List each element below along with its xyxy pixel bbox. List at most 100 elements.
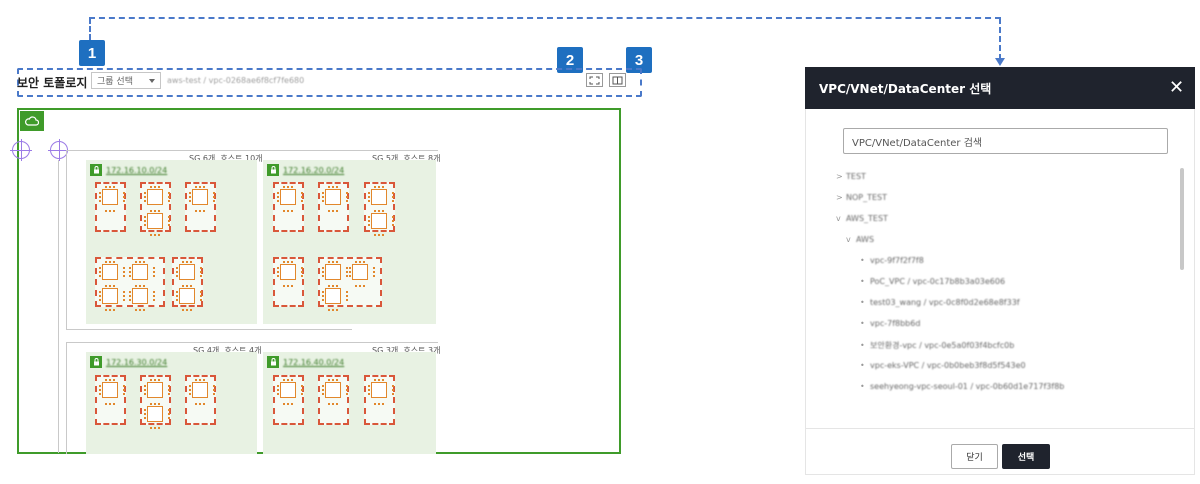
modal-footer-divider xyxy=(806,428,1194,429)
host-chip-icon[interactable] xyxy=(189,186,215,212)
tree-bullet: • xyxy=(860,341,865,350)
host-chip-icon[interactable] xyxy=(144,186,170,212)
tree-leaf[interactable]: •vpc-eks-VPC / vpc-0b0beb3f8d5f543e0 xyxy=(860,361,1026,370)
tree-node-label: AWS xyxy=(856,235,875,244)
vpc-region xyxy=(66,342,352,454)
lock-icon xyxy=(90,356,102,368)
zoom-in-target-icon[interactable] xyxy=(10,139,32,161)
tree-node[interactable]: >TEST xyxy=(836,172,866,181)
vpc-select-modal xyxy=(805,67,1195,475)
host-chip-icon[interactable] xyxy=(322,261,348,287)
tree-caret[interactable]: v xyxy=(846,235,851,244)
breadcrumb: aws-test / vpc-0268ae6f8cf7fe680 xyxy=(167,76,305,85)
connector-line-top xyxy=(89,17,1001,19)
lock-icon xyxy=(267,356,279,368)
security-group-box[interactable] xyxy=(364,375,395,425)
host-chip-icon[interactable] xyxy=(277,261,303,287)
host-chip-icon[interactable] xyxy=(99,379,125,405)
subnet-cidr-link[interactable]: 172.16.40.0/24 xyxy=(283,358,345,367)
host-chip-icon[interactable] xyxy=(144,379,170,405)
security-group-box[interactable] xyxy=(273,375,304,425)
security-group-box[interactable] xyxy=(95,257,165,311)
tree-leaf[interactable]: •vpc-9f7f2f7f8 xyxy=(860,256,924,265)
tree-leaf[interactable]: •보안환경-vpc / vpc-0e5a0f03f4bcfc0b xyxy=(860,340,1014,351)
host-chip-icon[interactable] xyxy=(349,261,375,287)
security-group-box[interactable] xyxy=(318,375,349,425)
host-chip-icon[interactable] xyxy=(129,261,155,287)
tree-leaf[interactable]: • test03_wang / vpc-0c8f0d2e68e8f33f xyxy=(860,298,1020,307)
tree-leaf[interactable]: •vpc-7f8bb6d xyxy=(860,319,920,328)
host-chip-icon[interactable] xyxy=(176,285,202,311)
tree-bullet: • xyxy=(860,298,865,307)
subnet-cidr-link[interactable]: 172.16.10.0/24 xyxy=(106,166,168,175)
tree-node[interactable]: v AWS xyxy=(846,235,874,244)
region-divider xyxy=(352,150,438,151)
modal-title: VPC/VNet/DataCenter 선택 xyxy=(819,81,992,96)
security-group-box[interactable] xyxy=(185,182,216,232)
host-chip-icon[interactable] xyxy=(176,261,202,287)
security-group-box[interactable] xyxy=(273,182,304,232)
host-chip-icon[interactable] xyxy=(322,379,348,405)
sg-host-count: SG 4개, 호스트 4개 xyxy=(193,346,262,355)
host-chip-icon[interactable] xyxy=(277,379,303,405)
connector-line-right xyxy=(999,18,1001,60)
lock-icon xyxy=(267,164,279,176)
subnet-cidr-link[interactable]: 172.16.30.0/24 xyxy=(106,358,168,367)
security-group-box[interactable] xyxy=(95,375,126,425)
tree-bullet: • xyxy=(860,382,865,391)
tree-node-label: test03_wang / vpc-0c8f0d2e68e8f33f xyxy=(870,298,1020,307)
host-chip-icon[interactable] xyxy=(368,379,394,405)
host-chip-icon[interactable] xyxy=(144,210,170,236)
tree-bullet: • xyxy=(860,361,865,370)
lock-icon xyxy=(90,164,102,176)
group-select[interactable]: 그룹 선택 xyxy=(91,72,161,89)
host-chip-icon[interactable] xyxy=(368,186,394,212)
security-group-box[interactable] xyxy=(364,182,395,236)
modal-header: VPC/VNet/DataCenter 선택 xyxy=(805,67,1195,109)
host-chip-icon[interactable] xyxy=(189,379,215,405)
security-group-box[interactable] xyxy=(185,375,216,425)
tree-connector-line xyxy=(58,160,59,453)
select-button[interactable]: 선택 xyxy=(1002,444,1050,469)
close-button[interactable]: 닫기 xyxy=(951,444,998,469)
host-chip-icon[interactable] xyxy=(322,285,348,311)
tree-bullet: • xyxy=(860,277,865,286)
host-chip-icon[interactable] xyxy=(368,210,394,236)
host-chip-icon[interactable] xyxy=(129,285,155,311)
host-chip-icon[interactable] xyxy=(99,285,125,311)
security-group-box[interactable] xyxy=(140,182,171,236)
fullscreen-button[interactable] xyxy=(586,73,603,87)
tree-bullet: • xyxy=(860,319,865,328)
chevron-down-icon xyxy=(149,79,155,83)
layout-button[interactable] xyxy=(609,73,626,87)
vpc-search-input[interactable]: VPC/VNet/DataCenter 검색 xyxy=(843,128,1168,154)
connector-arrow-icon xyxy=(995,58,1005,66)
tree-leaf[interactable]: •PoC_VPC / vpc-0c17b8b3a03e606 xyxy=(860,277,1005,286)
tree-caret[interactable]: > xyxy=(836,193,843,202)
tree-caret[interactable]: v xyxy=(836,214,841,223)
security-group-box[interactable] xyxy=(172,257,203,311)
host-chip-icon[interactable] xyxy=(144,403,170,429)
close-icon[interactable]: ✕ xyxy=(1169,77,1185,98)
tree-caret[interactable]: > xyxy=(836,172,843,181)
subnet-cidr-link[interactable]: 172.16.20.0/24 xyxy=(283,166,345,175)
search-placeholder: VPC/VNet/DataCenter 검색 xyxy=(852,137,983,149)
security-group-box[interactable] xyxy=(95,182,126,232)
security-group-box[interactable] xyxy=(273,257,304,307)
group-select-value: 그룹 선택 xyxy=(97,77,133,87)
tree-bullet: • xyxy=(860,256,865,265)
tree-scrollbar[interactable] xyxy=(1180,168,1184,270)
host-chip-icon[interactable] xyxy=(277,186,303,212)
tree-leaf[interactable]: •seehyeong-vpc-seoul-01 / vpc-0b60d1e717… xyxy=(860,382,1064,391)
sg-host-count: SG 5개, 호스트 8개 xyxy=(372,154,441,163)
security-group-box[interactable] xyxy=(318,257,382,311)
host-chip-icon[interactable] xyxy=(322,186,348,212)
tree-node-label: NOP_TEST xyxy=(846,193,888,202)
security-group-box[interactable] xyxy=(140,375,171,429)
security-group-box[interactable] xyxy=(318,182,349,232)
host-chip-icon[interactable] xyxy=(99,261,125,287)
tree-node[interactable]: >NOP_TEST xyxy=(836,193,887,202)
host-chip-icon[interactable] xyxy=(99,186,125,212)
page-title: 보안 토폴로지 xyxy=(17,76,88,90)
